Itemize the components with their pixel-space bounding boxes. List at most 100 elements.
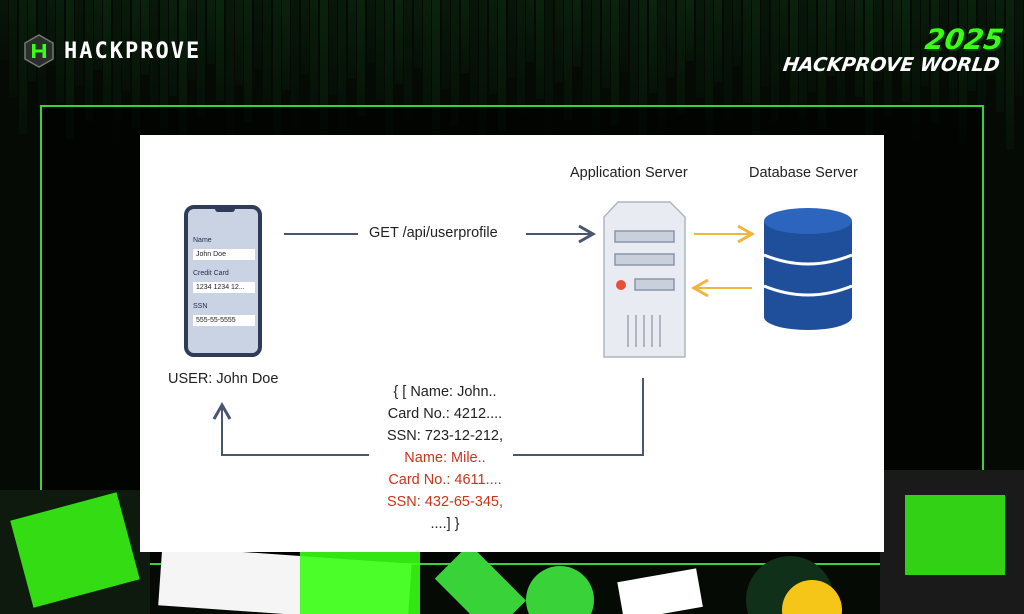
- response-arrow-right: [513, 378, 644, 456]
- matrix-column: [554, 0, 563, 83]
- matrix-column: [564, 0, 572, 120]
- matrix-column: [808, 0, 817, 92]
- event-name: HACKPROVE WORLD: [781, 54, 1002, 76]
- phone-field-label: Name: [193, 237, 212, 244]
- response-payload: { [ Name: John.. Card No.: 4212.... SSN:…: [345, 381, 545, 535]
- database-server-icon: [763, 208, 853, 330]
- phone-mockup: Name John Doe Credit Card 1234 1234 12..…: [184, 205, 262, 357]
- matrix-column: [883, 0, 892, 118]
- matrix-column: [235, 0, 243, 85]
- user-label: USER: John Doe: [168, 371, 279, 387]
- matrix-column: [75, 0, 84, 86]
- brand-logo: HACKPROVE: [24, 34, 201, 68]
- matrix-column: [827, 0, 836, 76]
- matrix-column: [545, 0, 554, 136]
- matrix-column: [686, 0, 695, 61]
- matrix-column: [893, 0, 901, 65]
- leaked-response-line: Name: Mile..: [404, 450, 486, 466]
- matrix-column: [394, 0, 403, 84]
- matrix-column: [56, 0, 65, 102]
- matrix-column: [958, 0, 967, 144]
- matrix-column: [949, 0, 958, 107]
- matrix-column: [159, 0, 168, 149]
- application-server-icon: [603, 201, 686, 358]
- matrix-column: [253, 0, 262, 69]
- leaked-response-line: Card No.: 4611....: [388, 472, 502, 488]
- matrix-column: [150, 0, 159, 112]
- matrix-column: [404, 0, 413, 121]
- matrix-column: [507, 0, 516, 78]
- matrix-column: [366, 0, 375, 63]
- matrix-column: [169, 0, 178, 96]
- matrix-column: [996, 0, 1005, 112]
- matrix-column: [263, 0, 272, 106]
- matrix-column: [18, 0, 27, 134]
- matrix-column: [592, 0, 601, 141]
- matrix-column: [582, 0, 591, 104]
- matrix-column: [498, 0, 507, 131]
- matrix-column: [329, 0, 337, 95]
- matrix-column: [84, 0, 93, 123]
- matrix-column: [413, 0, 422, 68]
- hackprove-hex-icon: [24, 34, 54, 68]
- matrix-column: [855, 0, 864, 97]
- matrix-column: [0, 0, 8, 60]
- matrix-column: [573, 0, 582, 67]
- matrix-column: [864, 0, 873, 134]
- matrix-column: [272, 0, 281, 143]
- matrix-column: [921, 0, 930, 86]
- matrix-column: [282, 0, 290, 90]
- matrix-column: [658, 0, 666, 130]
- phone-field-label: SSN: [193, 303, 208, 310]
- matrix-column: [836, 0, 845, 113]
- matrix-column: [780, 0, 789, 71]
- matrix-column: [648, 0, 657, 93]
- matrix-column: [291, 0, 300, 127]
- matrix-column: [968, 0, 977, 91]
- matrix-column: [770, 0, 779, 124]
- matrix-column: [535, 0, 544, 99]
- matrix-column: [911, 0, 920, 139]
- phone-field-value: 1234 1234 12...: [193, 282, 255, 293]
- matrix-column: [141, 0, 149, 75]
- matrix-column: [742, 0, 751, 103]
- matrix-column: [874, 0, 883, 81]
- event-badge: 2025 HACKPROVE WORLD: [781, 23, 1006, 76]
- brand-name: HACKPROVE: [64, 38, 202, 64]
- matrix-column: [216, 0, 225, 101]
- matrix-column: [376, 0, 384, 100]
- response-line: Card No.: 4212....: [387, 406, 503, 422]
- matrix-column: [799, 0, 807, 145]
- matrix-column: [977, 0, 986, 128]
- matrix-column: [385, 0, 394, 137]
- matrix-column: [131, 0, 140, 128]
- phone-field-label: Credit Card: [193, 270, 229, 277]
- matrix-column: [206, 0, 215, 64]
- matrix-column: [714, 0, 723, 82]
- matrix-column: [94, 0, 102, 70]
- matrix-column: [526, 0, 535, 62]
- diagram-connectors: [212, 201, 853, 456]
- matrix-column: [987, 0, 995, 75]
- matrix-column: [601, 0, 610, 88]
- matrix-column: [357, 0, 366, 116]
- matrix-column: [122, 0, 131, 91]
- response-line: ....] }: [430, 516, 460, 532]
- diagram-card: Application Server Database Server GET /…: [140, 135, 884, 552]
- matrix-column: [112, 0, 121, 144]
- matrix-column: [432, 0, 441, 142]
- response-line: { [ Name: John..: [393, 384, 497, 400]
- matrix-column: [225, 0, 234, 138]
- matrix-column: [639, 0, 648, 146]
- matrix-column: [460, 0, 469, 73]
- application-server-label: Application Server: [570, 165, 688, 181]
- matrix-column: [310, 0, 319, 111]
- matrix-column: [629, 0, 638, 109]
- matrix-column: [347, 0, 356, 79]
- matrix-column: [244, 0, 253, 122]
- database-server-label: Database Server: [749, 165, 858, 181]
- response-line: SSN: 723-12-212,: [386, 428, 504, 444]
- matrix-column: [197, 0, 206, 117]
- matrix-column: [479, 0, 488, 147]
